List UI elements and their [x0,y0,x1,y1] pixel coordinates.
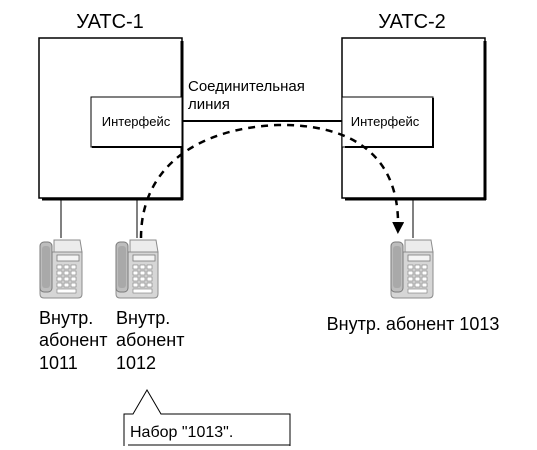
ext1012-label-line2: абонент [116,330,184,350]
ext1012-label-line1: Внутр. [116,308,170,328]
ext1012-label-line3: 1012 [116,353,156,373]
trunk-label-line1: Соединительная [188,78,305,95]
dial-callout-box [123,389,291,446]
pbx2-title: УАТС-2 [378,11,446,33]
ext1011-label-line2: абонент [39,330,107,350]
ext1011-label-line1: Внутр. [39,308,93,328]
call-path-arrow [139,123,405,239]
pbx1-title: УАТС-1 [76,11,144,33]
phone-icon-1011[interactable] [39,239,83,299]
phone-icon-1013[interactable] [390,239,434,299]
pbx1-interface-label: Интерфейс [102,114,171,129]
ext1011-label-line3: 1011 [39,353,78,373]
pbx2-interface-box [341,96,434,148]
pbx1-interface-box [90,96,183,148]
pbx2-interface-label: Интерфейс [351,114,420,129]
trunk-label-line2: линия [188,96,230,113]
phone-icon-1012[interactable] [115,239,159,299]
ext1013-label: Внутр. абонент 1013 [327,314,500,334]
dial-callout-text: Набор "1013". [130,424,233,441]
